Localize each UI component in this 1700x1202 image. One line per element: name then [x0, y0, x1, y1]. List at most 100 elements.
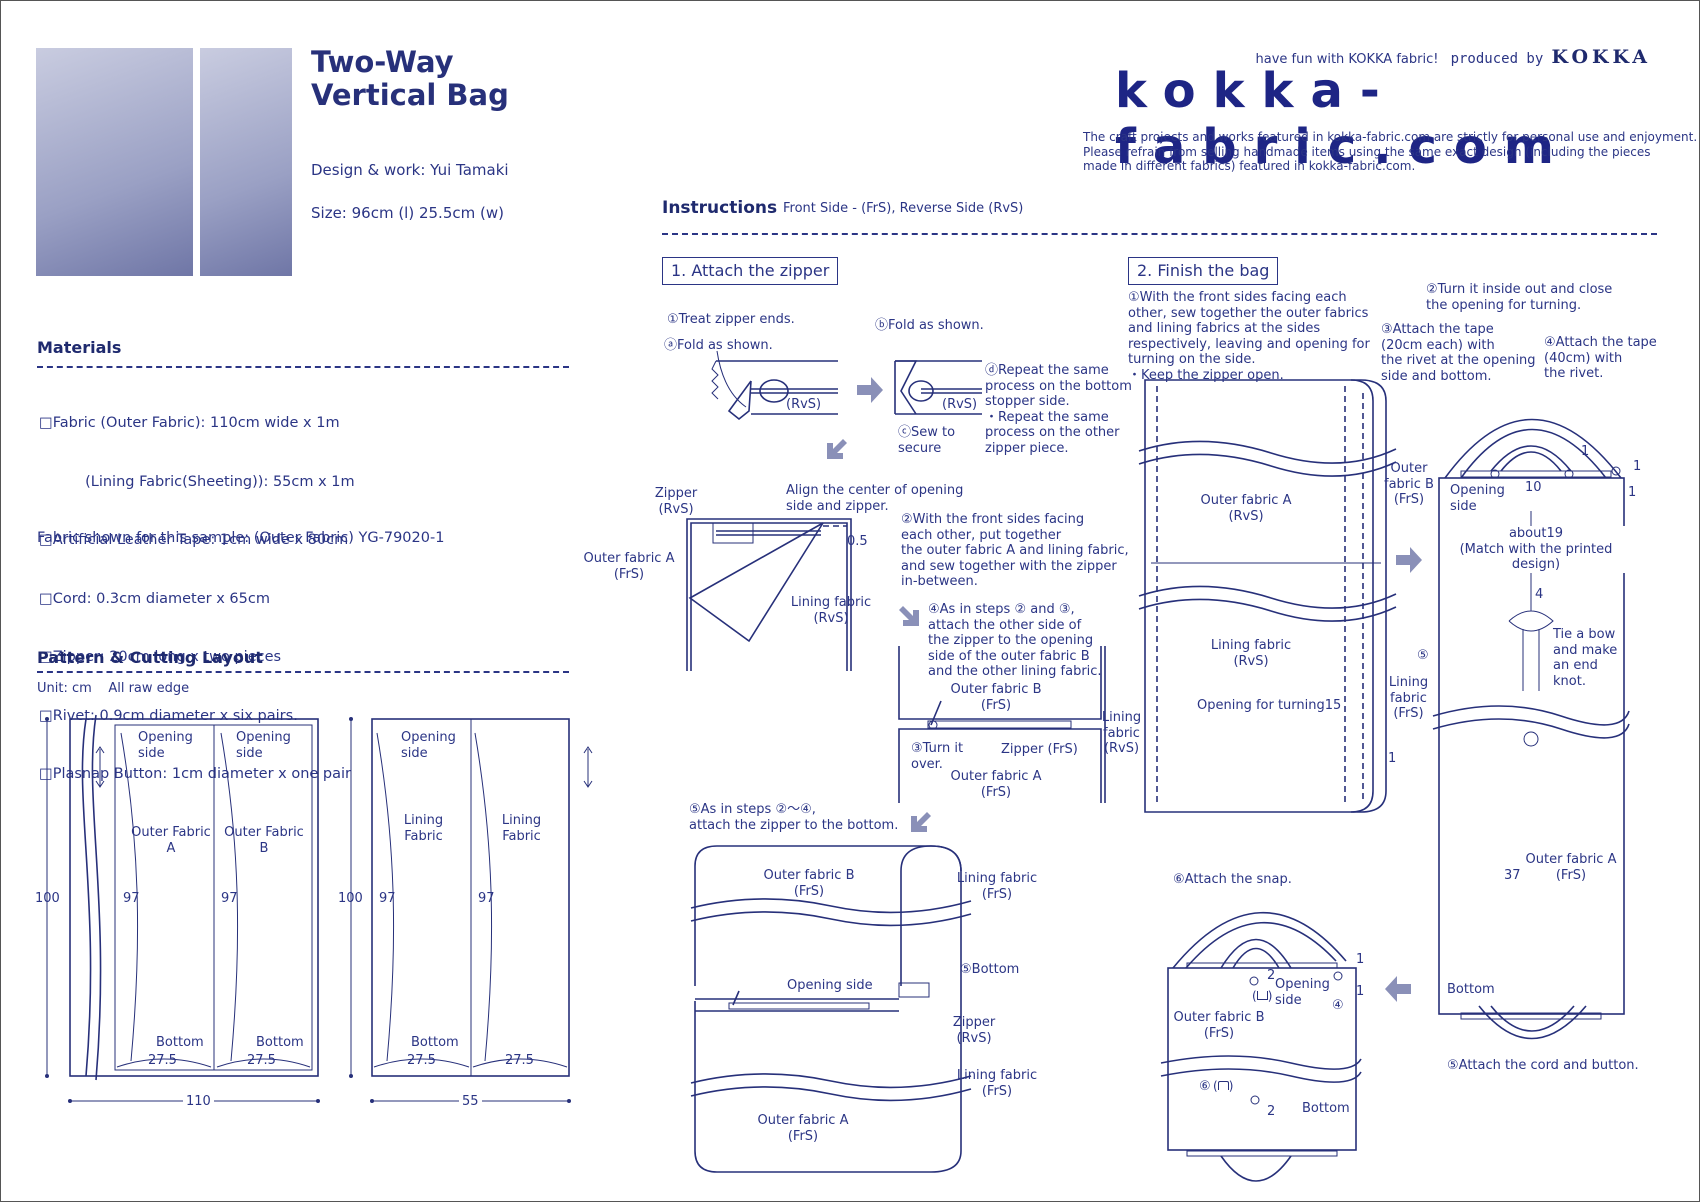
- step-4-text: ④As in steps ② and ③, attach the other s…: [928, 602, 1102, 679]
- label-lining-rvs: Lining fabric (RvS): [1210, 638, 1292, 669]
- label-lining-rvs: Lining fabric (RvS): [1101, 710, 1142, 756]
- label-step-5-marker: ⑤: [1417, 648, 1429, 663]
- dimension-97: 97: [221, 891, 238, 906]
- label-zipper-frs: Zipper (FrS): [1001, 742, 1078, 757]
- label-outer-fabric-b-frs: Outer fabric B (FrS): [1384, 461, 1434, 507]
- label-lining-rvs: Lining fabric (RvS): [790, 595, 872, 626]
- label-outer-fabric-a-rvs: Outer fabric A (RvS): [1200, 493, 1292, 524]
- label-lining-frs: Lining fabric (FrS): [1388, 675, 1429, 721]
- label-lining-fabric: Lining Fabric: [403, 813, 444, 844]
- tagline-row: have fun with KOKKA fabric! produced by …: [1256, 46, 1652, 68]
- dimension-37: 37: [1504, 868, 1521, 883]
- tagline: have fun with KOKKA fabric!: [1255, 52, 1439, 67]
- finish-step-6-text: ⑥Attach the snap.: [1173, 872, 1292, 887]
- label-opening-side: Opening side: [401, 730, 456, 761]
- step-treat-zipper-ends: ①Treat zipper ends.: [667, 312, 795, 327]
- material-item: □Zipper: 20cm long x two pieces: [39, 649, 282, 665]
- step-3-turn: ③Turn it over.: [911, 741, 964, 772]
- label-lining-fabric: Lining Fabric: [501, 813, 542, 844]
- dimension-100: 100: [35, 891, 60, 906]
- dimension-2: 2: [1267, 1104, 1276, 1119]
- label-bottom: Bottom: [1447, 982, 1495, 997]
- label-outer-fabric-a-frs: Outer fabric A (FrS): [1525, 852, 1617, 883]
- pattern-lining-fabric: [349, 717, 593, 1103]
- arrow-down-left-icon: [827, 439, 847, 459]
- step-sew-secure: ⓒSew to secure: [898, 425, 956, 456]
- label-rvs: (RvS): [786, 397, 822, 412]
- label-opening-side: Opening side: [1450, 483, 1505, 514]
- divider: [37, 366, 569, 368]
- material-item: (Lining Fabric(Sheeting)): 55cm x 1m: [39, 473, 355, 490]
- dimension-97: 97: [478, 891, 495, 906]
- label-zipper-rvs: Zipper (RvS): [654, 486, 698, 517]
- size: Size: 96cm (l) 25.5cm (w): [311, 204, 504, 222]
- snap-male-icon: (): [1252, 989, 1273, 1003]
- label-outer-fabric-b-frs: Outer fabric B (FrS): [1173, 1010, 1265, 1041]
- produced-by: produced by: [1450, 51, 1544, 67]
- zipper-end-diagram-a: [711, 350, 838, 421]
- label-tie-bow: Tie a bow and make an end knot.: [1553, 627, 1618, 689]
- label-bottom: Bottom: [411, 1035, 459, 1050]
- dimension-4: 4: [1535, 587, 1544, 602]
- label-bottom: ⑤Bottom: [960, 962, 1020, 977]
- dimension-97: 97: [123, 891, 140, 906]
- material-item: □Fabric (Outer Fabric): 110cm wide x 1m: [39, 415, 340, 431]
- label-opening-for-turning: Opening for turning15: [1197, 698, 1342, 713]
- label-outer-fabric-b-frs: Outer fabric B (FrS): [763, 868, 855, 899]
- label-lining-frs: Lining fabric (FrS): [956, 1068, 1038, 1099]
- zipper-end-diagram-b: [894, 360, 982, 415]
- dimension-1: 1: [1356, 984, 1365, 999]
- zipper-bottom-diagram: [690, 845, 972, 1173]
- pattern-outer-fabric: [45, 714, 320, 1103]
- bag-tape-cord-diagram: [1432, 418, 1630, 1040]
- label-outer-fabric-a: Outer Fabric A: [131, 825, 211, 856]
- label-rvs: (RvS): [942, 397, 978, 412]
- sample-fabric: Fabric shown for this sample: (Outer Fab…: [37, 530, 445, 546]
- dimension-97: 97: [379, 891, 396, 906]
- material-item: □Cord: 0.3cm diameter x 65cm: [39, 590, 270, 607]
- pattern-heading: Pattern & Cutting Layout: [37, 648, 263, 667]
- dimension-27-5: 27.5: [505, 1053, 534, 1068]
- dimension-1: 1: [1388, 751, 1397, 766]
- pattern-unit: Unit: cm All raw edge: [37, 681, 190, 696]
- bag-sewn-sides-diagram: [1138, 379, 1397, 813]
- label-bottom: Bottom: [1302, 1101, 1350, 1116]
- title-line1: Two-Way: [311, 45, 454, 79]
- finish-step-1-text: ①With the front sides facing each other,…: [1128, 290, 1370, 383]
- bag-photo-front: [36, 48, 193, 276]
- dimension-0-5: 0.5: [847, 534, 868, 549]
- section1-title: 1. Attach the zipper: [662, 257, 839, 285]
- site-logo[interactable]: kokka-fabric.com: [1115, 63, 1571, 175]
- step-2-text: ②With the front sides facing each other,…: [901, 512, 1129, 589]
- label-step-6-marker: ⑥: [1199, 1079, 1211, 1094]
- dimension-27-5: 27.5: [247, 1053, 276, 1068]
- label-opening-side: Opening side: [1275, 977, 1330, 1008]
- brand-kokka: KOKKA: [1551, 46, 1651, 68]
- finish-step-5-text: ⑤Attach the cord and button.: [1447, 1058, 1639, 1073]
- label-opening-side: Opening side: [138, 730, 193, 761]
- label-about-19: about19 (Match with the printed design): [1446, 526, 1626, 573]
- disclaimer: The craft projects and works featured in…: [1083, 130, 1698, 173]
- page-title: Two-Way Vertical Bag: [311, 46, 509, 112]
- arrow-right-icon: [857, 377, 883, 403]
- bag-photo-side: [200, 48, 292, 276]
- step-fold-a: ⓐFold as shown.: [664, 338, 773, 353]
- dimension-1: 1: [1628, 485, 1637, 500]
- designer: Design & work: Yui Tamaki: [311, 161, 509, 179]
- zipper-align-diagram: [686, 518, 852, 671]
- dimension-110: 110: [183, 1094, 214, 1110]
- label-lining-frs: Lining fabric (FrS): [956, 871, 1038, 902]
- label-zipper-rvs: Zipper (RvS): [952, 1015, 996, 1046]
- dimension-2: 2: [1267, 968, 1276, 983]
- label-outer-fabric-a-frs: Outer fabric A (FrS): [950, 769, 1042, 800]
- bag-snap-diagram: [1160, 911, 1362, 1182]
- label-outer-fabric-a-frs: Outer fabric A (FrS): [757, 1113, 849, 1144]
- label-outer-fabric-b-frs: Outer fabric B (FrS): [950, 682, 1042, 713]
- snap-female-icon: (): [1213, 1079, 1234, 1093]
- finish-step-3-text: ③Attach the tape (20cm each) with the ri…: [1381, 322, 1536, 384]
- step-fold-b: ⓑFold as shown.: [875, 318, 984, 333]
- instructions-heading: Instructions: [662, 198, 778, 218]
- label-opening-side: Opening side: [787, 978, 873, 993]
- label-opening-side: Opening side: [236, 730, 291, 761]
